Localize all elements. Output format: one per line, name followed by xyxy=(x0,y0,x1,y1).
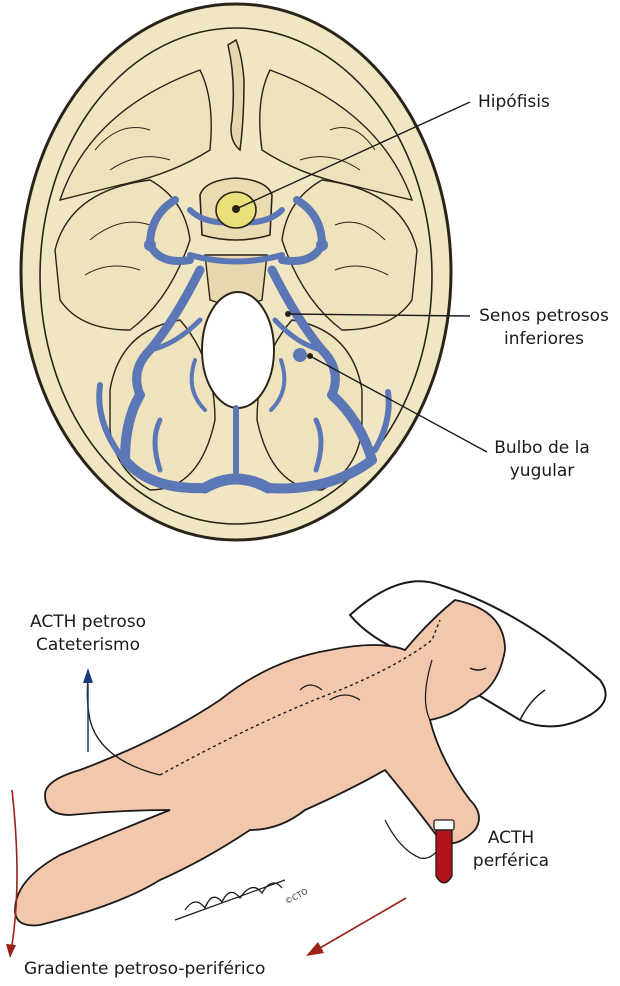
arrow-left-down-icon xyxy=(306,942,324,956)
arrow-up-icon xyxy=(83,668,93,683)
label-senos-line2: inferiores xyxy=(470,328,618,351)
label-senos-petrosos: Senos petrosos inferiores xyxy=(470,305,618,351)
blood-tube xyxy=(436,830,452,883)
foramen-magnum xyxy=(202,292,274,408)
label-hipofisis: Hipófisis xyxy=(478,91,550,114)
label-bulbo-line1: Bulbo de la xyxy=(488,437,596,460)
label-senos-line1: Senos petrosos xyxy=(470,305,618,328)
label-acth-perif-line2: perférica xyxy=(468,850,554,873)
label-acth-petroso: ACTH petroso Cateterismo xyxy=(14,611,162,657)
label-bulbo-line2: yugular xyxy=(488,460,596,483)
artist-signature xyxy=(185,883,282,910)
label-acth-periferica: ACTH perférica xyxy=(468,827,554,873)
label-gradiente: Gradiente petroso-periférico xyxy=(24,958,265,981)
arrow-down-left-icon xyxy=(6,944,16,958)
label-bulbo-yugular: Bulbo de la yugular xyxy=(488,437,596,483)
label-acth-petroso-line1: ACTH petroso xyxy=(14,611,162,634)
label-acth-petroso-line2: Cateterismo xyxy=(14,634,162,657)
blood-tube-cap xyxy=(434,820,454,830)
skull-base-illustration xyxy=(21,4,487,540)
label-acth-perif-line1: ACTH xyxy=(468,827,554,850)
